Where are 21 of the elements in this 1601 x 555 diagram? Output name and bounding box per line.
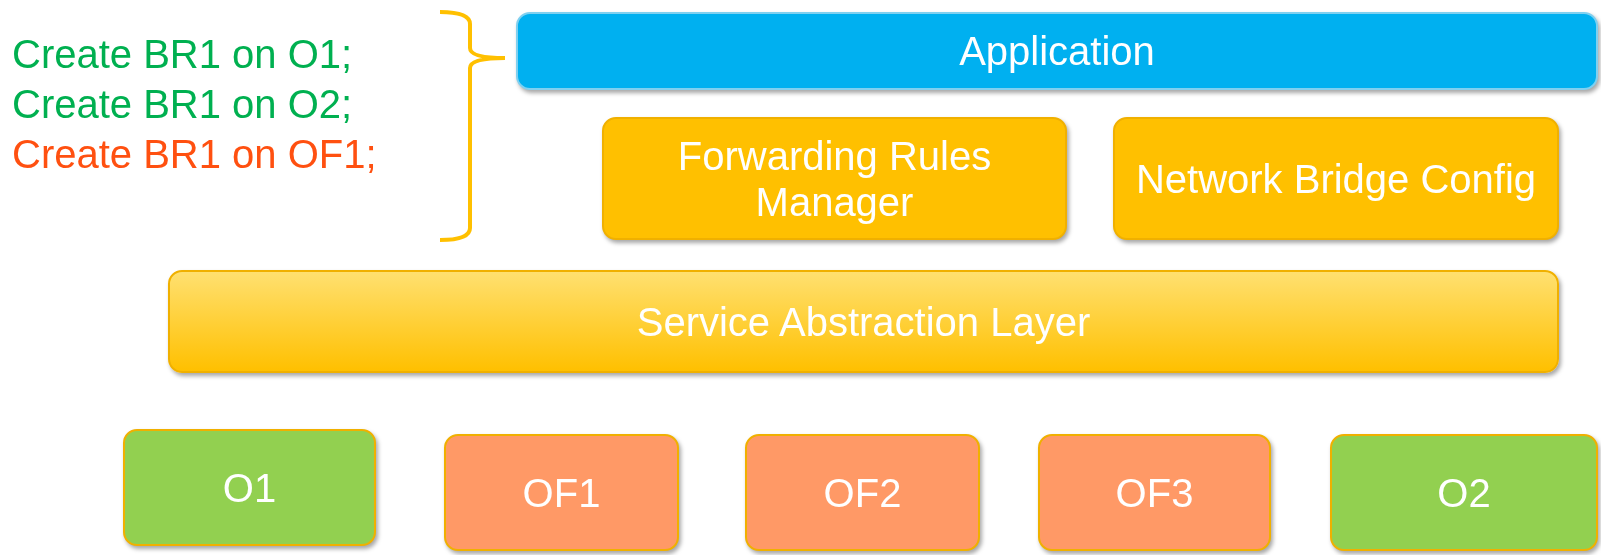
node-label: OF1	[521, 469, 602, 516]
node-label: O1	[221, 464, 278, 511]
node-label: O2	[1436, 469, 1492, 516]
switch-box	[1330, 434, 1598, 551]
layer-box	[168, 270, 1559, 373]
node-label: Application	[958, 28, 1156, 74]
application-box	[516, 12, 1598, 90]
node-label: Service Abstraction Layer	[635, 298, 1092, 345]
command-text: Create BR1 on O1;	[12, 31, 353, 78]
switch-box	[745, 434, 980, 551]
switch-box	[123, 429, 376, 546]
module-box	[602, 117, 1067, 240]
module-box	[1113, 117, 1559, 240]
command-text: Create BR1 on O2;	[12, 81, 353, 128]
node-label: OF2	[822, 469, 903, 516]
node-label: Network Bridge Config	[1134, 155, 1538, 202]
switch-box	[444, 434, 679, 551]
node-label: Forwarding Rules Manager	[676, 132, 993, 225]
command-text: Create BR1 on OF1;	[12, 131, 377, 178]
switch-box	[1038, 434, 1271, 551]
node-label: OF3	[1114, 469, 1195, 516]
